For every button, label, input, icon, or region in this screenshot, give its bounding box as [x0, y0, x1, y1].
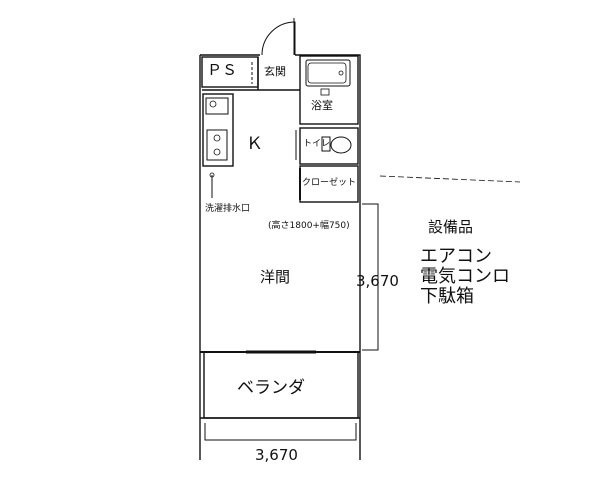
washer-drain-label: 洗濯排水口 [205, 204, 251, 214]
sink [205, 97, 229, 115]
width-dimension-line [204, 423, 357, 441]
equipment-item: エアコン [420, 246, 492, 267]
western-room-label: 洋間 [260, 268, 291, 286]
toilet-label: トイレ [303, 139, 331, 149]
kitchen-counter [202, 93, 234, 167]
height-dimension-line [362, 203, 379, 351]
closet-size-label: (高さ1800+幅750) [268, 221, 350, 231]
entrance-label: 玄関 [264, 65, 286, 78]
kitchen-label: Ｋ [246, 134, 263, 154]
height-dimension: 3,670 [356, 272, 399, 290]
equipment-item: 電気コンロ [420, 266, 510, 287]
entrance-door [261, 21, 296, 56]
bathroom-box [299, 55, 359, 125]
balcony-label: ベランダ [237, 378, 305, 398]
toilet-box [299, 127, 359, 165]
outer-wall [199, 54, 361, 460]
toilet-bowl [330, 136, 352, 154]
stove [206, 129, 228, 161]
closet-label: クローゼット [302, 178, 357, 188]
ps-label: ＰＳ [207, 61, 238, 79]
width-dimension: 3,670 [255, 446, 298, 464]
equipment-title: 設備品 [428, 218, 474, 236]
bathtub [305, 59, 351, 87]
bathroom-label: 浴室 [311, 99, 333, 112]
equipment-item: 下駄箱 [420, 286, 474, 307]
